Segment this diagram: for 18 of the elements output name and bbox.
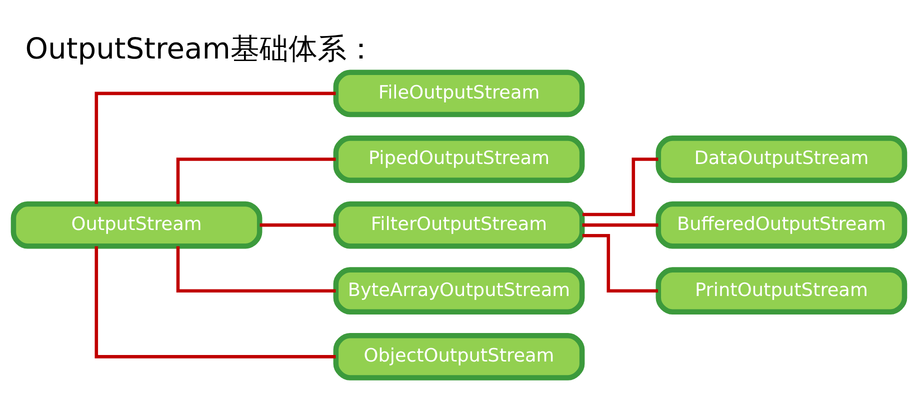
- connector: [94, 246, 336, 358]
- node-box: PipedOutputStream: [333, 135, 585, 182]
- connector: [176, 246, 336, 292]
- connector: [176, 157, 336, 204]
- node-box: DataOutputStream: [656, 135, 908, 182]
- node-box: FileOutputStream: [333, 69, 585, 117]
- node-box: BufferedOutputStream: [656, 200, 908, 248]
- connector: [582, 233, 658, 292]
- node-box: OutputStream: [10, 200, 262, 248]
- connector: [582, 222, 658, 226]
- node-box: ObjectOutputStream: [333, 332, 585, 380]
- diagram-title: OutputStream基础体系：: [25, 31, 376, 66]
- connector: [94, 91, 336, 204]
- node-box: PrintOutputStream: [656, 266, 908, 314]
- connector: [582, 157, 658, 216]
- node-box: FilterOutputStream: [333, 200, 585, 248]
- node-box: ByteArrayOutputStream: [333, 266, 585, 314]
- connector: [260, 222, 336, 226]
